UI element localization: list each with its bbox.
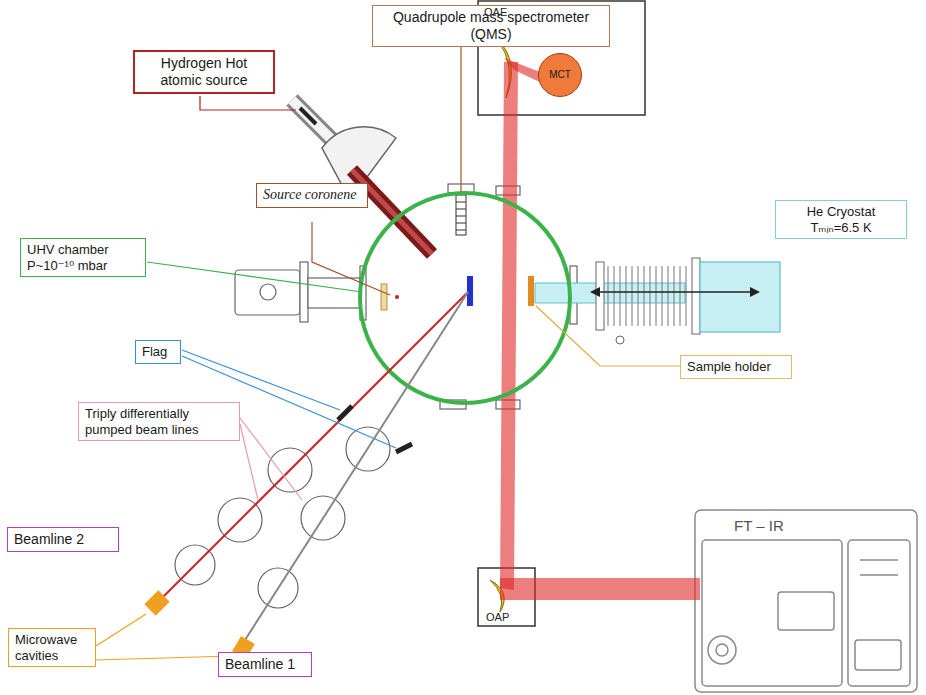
ftir-instrument xyxy=(860,574,898,576)
beamline-2 xyxy=(150,596,164,610)
callout-text: Beamline 2 xyxy=(14,531,112,548)
leader-lines xyxy=(147,262,362,292)
substrate xyxy=(467,276,473,306)
leader-lines xyxy=(200,96,296,110)
coronene-oven xyxy=(381,284,387,310)
leader-lines xyxy=(460,46,461,192)
cryostat xyxy=(644,266,645,326)
qms-probe xyxy=(456,195,466,235)
leader-lines xyxy=(96,46,680,660)
ftir-instrument xyxy=(695,510,917,692)
callout-text: Source coronene xyxy=(263,187,361,204)
cryostat xyxy=(692,258,700,334)
cryostat xyxy=(608,266,686,326)
beamline-2 xyxy=(150,292,468,610)
part-label: OAP xyxy=(486,611,509,623)
beamline-2 xyxy=(338,406,352,420)
callout-text: UHV chamber P~10⁻¹⁰ mbar xyxy=(27,242,139,273)
ftir-instrument xyxy=(855,640,901,670)
qms-probe xyxy=(456,216,466,217)
ftir-instrument xyxy=(702,540,842,686)
cryostat xyxy=(668,266,669,326)
cryostat xyxy=(596,262,604,330)
leader-lines xyxy=(312,222,390,295)
sample-holder-plate xyxy=(528,276,534,306)
cryostat xyxy=(656,266,657,326)
callout-box: Flag xyxy=(135,340,181,364)
callout-box: Microwave cavities xyxy=(8,628,96,667)
coronene-port xyxy=(235,262,366,322)
callout-text: Beamline 1 xyxy=(225,656,305,673)
leader-lines xyxy=(240,424,258,500)
callout-box: Triply differentially pumped beam lines xyxy=(78,402,240,441)
callout-box: He Cryostat Tₘᵢₙ=6.5 K xyxy=(775,200,907,239)
beamline-2 xyxy=(160,292,468,600)
ir-beam xyxy=(500,58,700,600)
cryostat xyxy=(686,266,687,326)
beamline-1 xyxy=(245,292,468,640)
callout-text: Sample holder xyxy=(687,359,785,375)
atom-source xyxy=(300,108,316,124)
cryostat xyxy=(638,266,639,326)
qms-probe xyxy=(456,230,466,231)
cryostat xyxy=(614,266,615,326)
cryostat xyxy=(592,291,758,293)
leader-lines xyxy=(240,418,302,500)
qms-probe xyxy=(456,195,466,235)
ftir-instrument xyxy=(848,540,910,686)
callout-text: Triply differentially pumped beam lines xyxy=(85,406,233,437)
leader-lines xyxy=(96,614,146,646)
callout-box: Sample holder xyxy=(680,355,792,379)
atom-source xyxy=(292,100,432,254)
cryostat xyxy=(620,266,621,326)
cryostat xyxy=(680,266,681,326)
cryostat xyxy=(626,266,627,326)
ftir-instrument xyxy=(860,559,898,561)
callout-text: Flag xyxy=(142,344,174,360)
coronene-port xyxy=(308,278,360,308)
callout-box: Beamline 2 xyxy=(7,527,119,552)
leader-lines xyxy=(536,306,680,366)
beamline-1 xyxy=(239,292,468,655)
cryostat xyxy=(674,266,675,326)
cryostat xyxy=(608,266,609,326)
part-label: FT – IR xyxy=(734,518,784,535)
cryostat xyxy=(616,336,624,344)
qms-probe xyxy=(456,223,466,224)
ftir-instrument xyxy=(695,510,917,692)
leader-lines xyxy=(182,350,340,410)
callout-box: Beamline 1 xyxy=(218,652,312,677)
coronene-dot xyxy=(395,295,399,299)
callout-box: UHV chamber P~10⁻¹⁰ mbar xyxy=(20,238,146,277)
callout-text: Hydrogen Hot atomic source xyxy=(141,55,267,89)
beamline-1 xyxy=(396,444,412,452)
callout-text: Microwave cavities xyxy=(15,632,89,663)
callout-text: He Cryostat Tₘᵢₙ=6.5 K xyxy=(782,204,900,235)
coronene-port xyxy=(260,284,276,300)
ftir-instrument xyxy=(778,592,834,630)
coronene-port xyxy=(300,262,308,322)
cryostat xyxy=(650,266,651,326)
detector-label: MCT xyxy=(549,69,571,81)
leader-lines xyxy=(96,656,232,660)
ftir-instrument xyxy=(716,644,728,656)
ftir-instrument xyxy=(708,636,736,664)
ir-beam xyxy=(500,62,518,590)
coronene-port xyxy=(235,270,300,315)
cryostat xyxy=(662,266,663,326)
detector-circle: MCT xyxy=(538,53,582,97)
cryostat xyxy=(700,262,780,332)
part-label: OAE xyxy=(484,6,507,18)
ir-beam xyxy=(500,578,700,600)
cryostat xyxy=(632,266,633,326)
qms-probe xyxy=(456,209,466,210)
callout-box: Source coronene xyxy=(256,183,368,208)
callout-box: Hydrogen Hot atomic source xyxy=(133,50,275,94)
qms-probe xyxy=(456,202,466,203)
